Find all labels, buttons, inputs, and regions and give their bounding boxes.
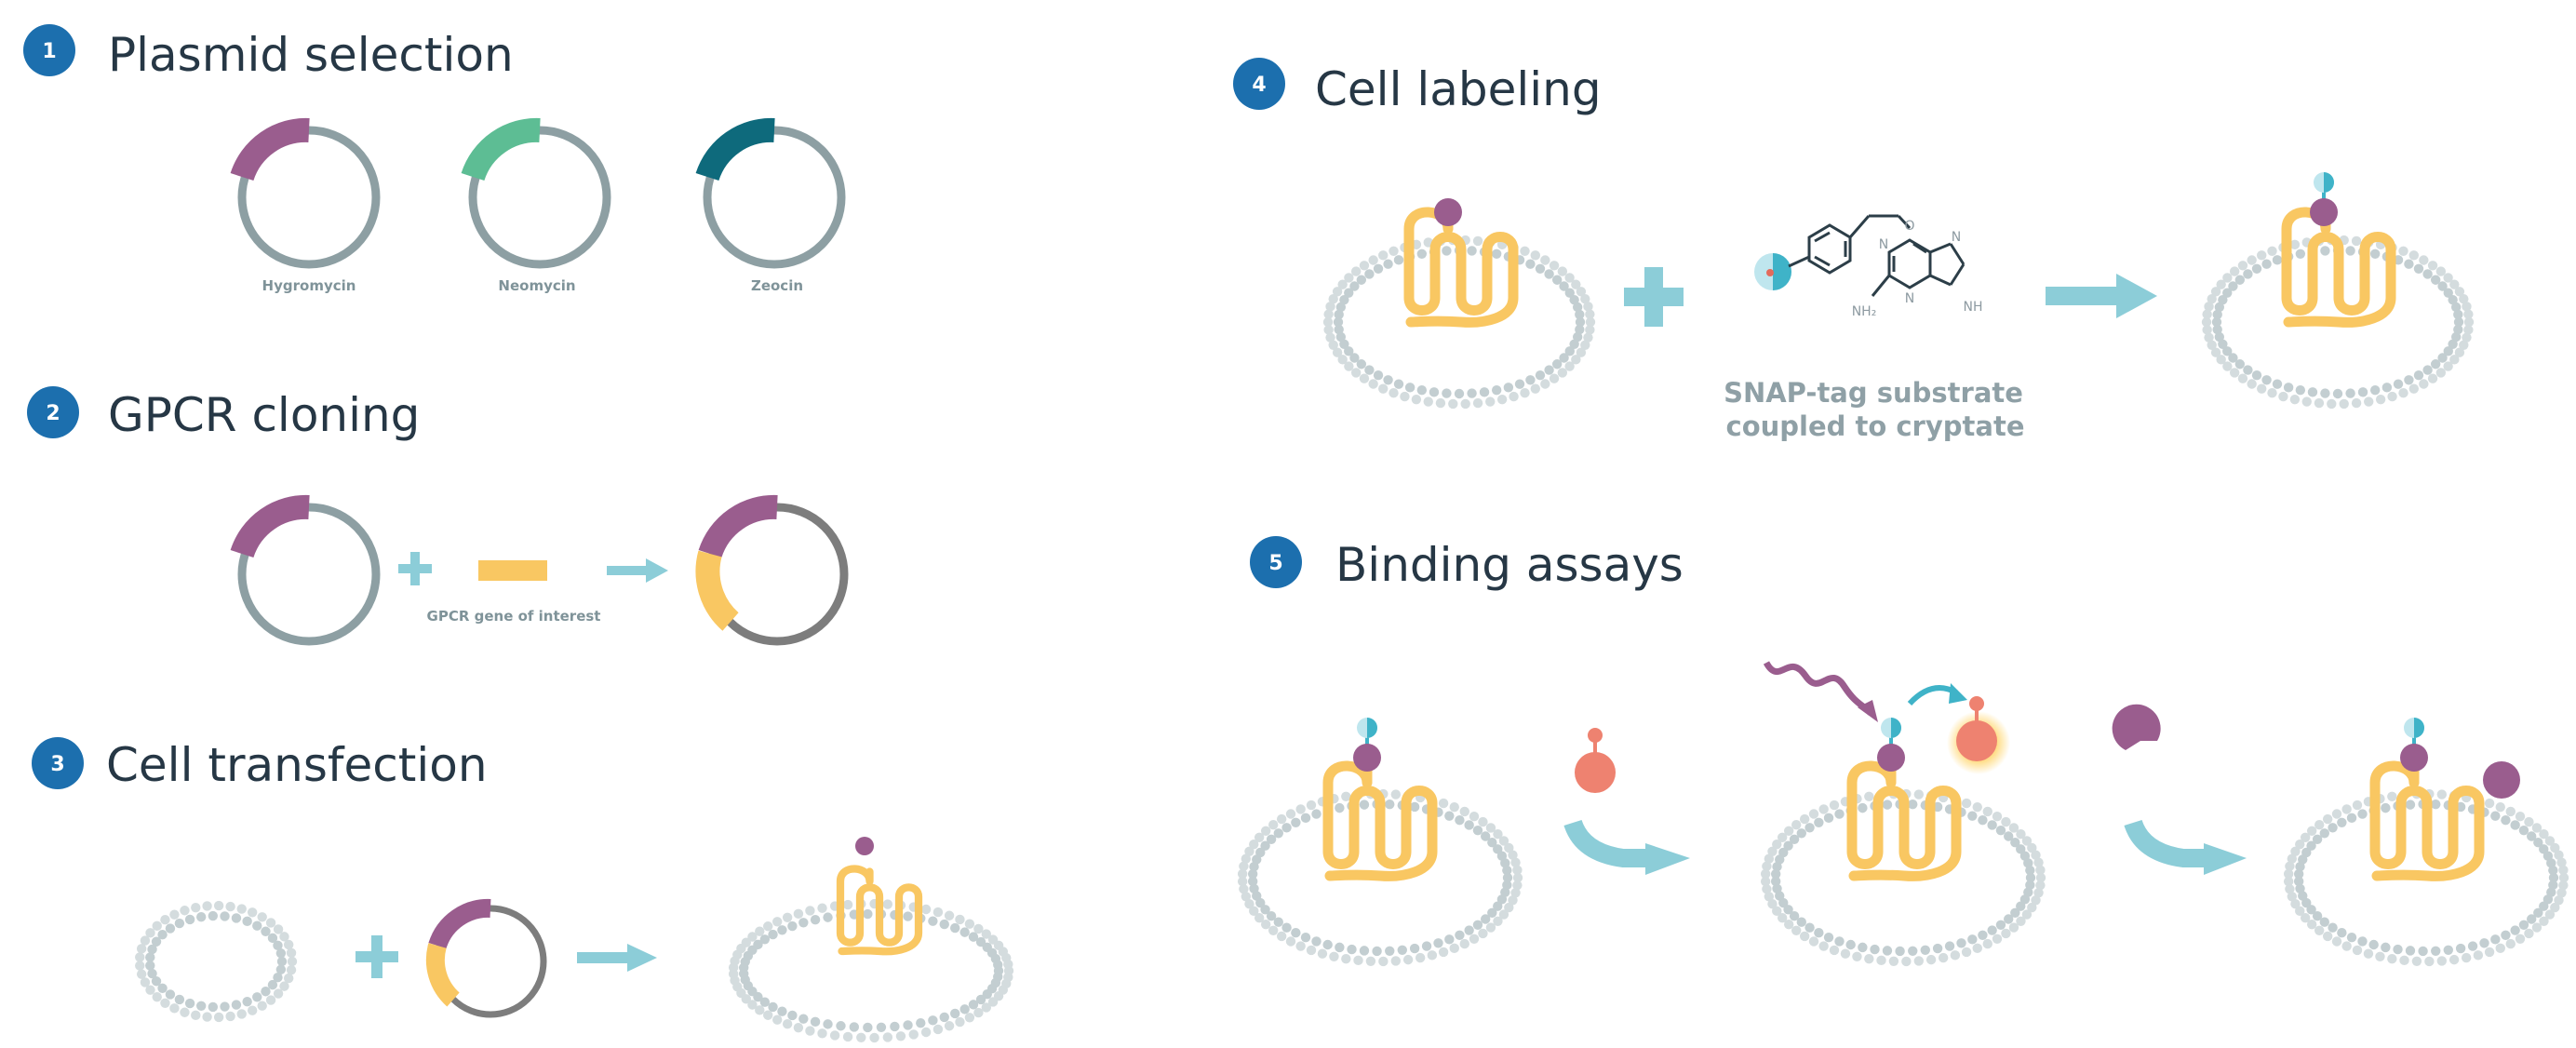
snap-tag-with-cryptate (2400, 718, 2428, 772)
plasmid-hygromycin: Hygromycin (230, 117, 381, 294)
plasmid-zeocin-marker (695, 117, 775, 181)
step-3-number: 3 (50, 753, 64, 776)
plasmid-neomycin: Neomycin (461, 117, 611, 294)
step-4-number: 4 (1252, 74, 1266, 97)
step-3-section: 3 Cell transfection (32, 737, 1014, 1043)
chem-atom-n: N (1905, 291, 1914, 306)
snap-tag (855, 837, 874, 855)
transfected-cell-membrane (728, 898, 1014, 1043)
add-ligand-arrow (1563, 819, 1690, 875)
gpcr-gene-insert (478, 560, 547, 581)
gpcr-receptor (836, 865, 923, 956)
plasmid-neomycin-label: Neomycin (498, 277, 575, 294)
plasmid-hygromycin-label: Hygromycin (262, 277, 356, 294)
step-4-section: 4 Cell labeling (1233, 58, 2475, 442)
step-1-badge: 1 (23, 24, 75, 76)
step-1-section: 1 Plasmid selection Hygromycin Neomycin … (23, 24, 846, 294)
recombinant-plasmid (695, 494, 849, 646)
chem-atom-n: N (1879, 237, 1888, 252)
step-4-badge: 4 (1233, 58, 1285, 110)
gpcr-receptor (2369, 760, 2485, 881)
step-3-title: Cell transfection (106, 738, 488, 792)
substrate-label-line-1: SNAP-tag substrate (1724, 377, 2023, 409)
plus-icon (356, 935, 398, 978)
plasmid-zeocin: Zeocin (695, 117, 846, 294)
cell-membrane-empty (135, 900, 298, 1023)
chem-atom-nh: NH (1964, 300, 1983, 315)
bound-competitor (2483, 761, 2520, 799)
step-2-badge: 2 (27, 386, 79, 438)
step-3-badge: 3 (32, 737, 84, 789)
cell-membrane (1237, 788, 1523, 967)
cell-membrane (2283, 788, 2569, 967)
step-2-section: 2 GPCR cloning GPCR gene of interest (27, 386, 849, 646)
step-5-title: Binding assays (1335, 538, 1684, 592)
gpcr-gene-label: GPCR gene of interest (427, 608, 601, 625)
plus-icon (398, 552, 432, 585)
gpcr-receptor (1403, 207, 1519, 328)
snap-tag-with-cryptate (2310, 172, 2338, 226)
snap-tag-with-cryptate (1353, 718, 1381, 772)
chem-atom-nh2: NH₂ (1852, 304, 1877, 319)
gpcr-receptor (2281, 207, 2396, 328)
step-2-number: 2 (46, 402, 60, 425)
gpcr-receptor (1846, 760, 1962, 881)
plasmid-neomycin-marker (461, 117, 541, 181)
step-2-title: GPCR cloning (108, 388, 420, 442)
chem-atom-o: O (1904, 219, 1914, 234)
step-1-number: 1 (42, 40, 56, 63)
step-5-section: 5 Binding assays (1237, 536, 2569, 967)
arrow-icon (2046, 274, 2157, 318)
cell-membrane (1760, 788, 2046, 967)
add-competitor-arrow (2124, 819, 2247, 875)
gpcr-receptor (1322, 760, 1438, 881)
bound-fluorescent-ligand (1956, 696, 1997, 761)
step-5-number: 5 (1268, 552, 1282, 575)
cloning-vector-plasmid (230, 494, 381, 646)
step-5-badge: 5 (1250, 536, 1302, 588)
labeled-cell-membrane (2201, 235, 2475, 410)
excitation-light-icon (1763, 661, 1873, 716)
step-4-title: Cell labeling (1315, 62, 1602, 116)
snap-tag-with-cryptate (1877, 718, 1905, 772)
substrate-label-line-2: coupled to cryptate (1726, 410, 2025, 442)
step-1-title: Plasmid selection (108, 28, 514, 82)
unlabeled-competitor (2112, 704, 2161, 750)
transfection-plasmid (425, 898, 547, 1018)
chem-atom-n: N (1952, 230, 1961, 245)
plus-icon (1624, 267, 1684, 327)
snap-substrate-molecule: O N N N NH NH₂ (1754, 214, 1983, 319)
arrow-icon (577, 944, 657, 972)
snap-tag (1434, 198, 1462, 226)
plasmid-hygromycin-marker (230, 117, 310, 181)
fluorescent-ligand (1575, 728, 1616, 793)
plasmid-zeocin-label: Zeocin (751, 277, 803, 294)
arrow-icon (607, 558, 668, 583)
